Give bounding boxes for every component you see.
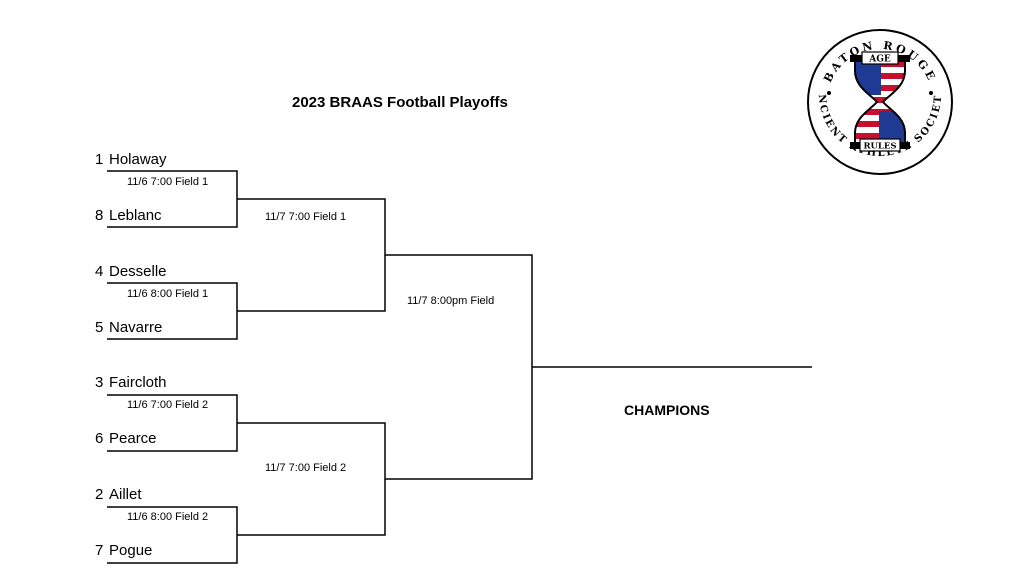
team-slot: 6 Pearce [95,430,157,447]
game-info-round1: 11/6 7:00 Field 1 [127,176,209,188]
bracket-line-navarre [107,311,238,340]
game-info-round1: 11/6 8:00 Field 2 [127,511,209,523]
team-seed: 1 [95,151,104,168]
game-info-round1: 11/6 7:00 Field 2 [127,399,209,411]
team-slot: 2 Aillet [95,486,142,503]
team-name: Navarre [109,319,163,336]
game-info-round2: 11/7 7:00 Field 2 [265,462,347,474]
team-name: Desselle [109,263,167,280]
bracket-line-semi-2 [237,422,386,536]
game-info-final: 11/7 8:00pm Field [407,295,495,307]
team-slot: 7 Pogue [95,542,152,559]
bracket-line-faircloth [107,394,238,423]
team-seed: 7 [95,542,104,559]
braas-logo: BATON ROUGE ANCIENT ATHLETE SOCIETY AGE … [805,27,953,175]
game-info-round2: 11/7 7:00 Field 1 [265,211,347,223]
logo-banner-bottom-text: RULES [863,142,896,152]
team-slot: 4 Desselle [95,263,167,280]
team-seed: 3 [95,374,104,391]
team-seed: 6 [95,430,104,447]
bracket-line-pearce [107,423,238,452]
team-seed: 2 [95,486,104,503]
team-seed: 8 [95,207,104,224]
team-slot: 8 Leblanc [95,207,162,224]
team-slot: 3 Faircloth [95,374,167,391]
team-seed: 5 [95,319,104,336]
page-title: 2023 BRAAS Football Playoffs [292,94,508,111]
team-name: Holaway [109,151,167,168]
team-name: Pearce [109,430,157,447]
bracket-line-desselle [107,282,238,311]
bracket-line-leblanc [107,199,238,228]
team-slot: 5 Navarre [95,319,162,336]
logo-dot-left [827,91,831,95]
team-name: Leblanc [109,207,162,224]
team-slot: 1 Holaway [95,151,167,168]
bracket-line-aillet [107,506,238,535]
bracket-line-holaway [107,170,238,199]
team-seed: 4 [95,263,104,280]
logo-dot-right [929,91,933,95]
logo-banner-top [861,51,899,65]
team-name: Faircloth [109,374,167,391]
bracket-line-pogue [107,535,238,564]
team-name: Aillet [109,486,142,503]
logo-banner-top-text: AGE [868,55,891,65]
team-name: Pogue [109,542,153,559]
logo-banner-bottom [859,138,901,152]
champions-label: CHAMPIONS [624,402,710,418]
bracket-line-final [385,254,533,480]
game-info-round1: 11/6 8:00 Field 1 [127,288,209,300]
